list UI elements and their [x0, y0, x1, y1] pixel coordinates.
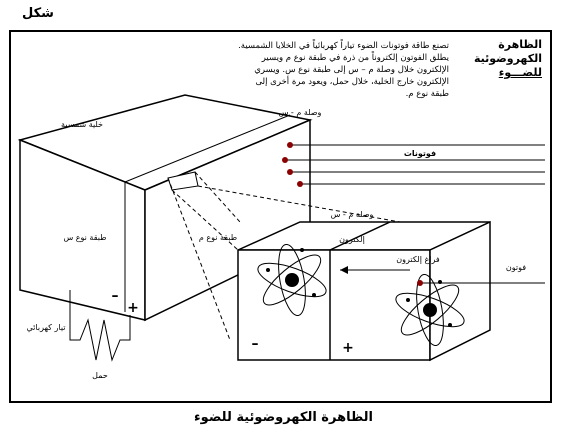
photon-dot	[417, 280, 423, 286]
electron-arrowhead	[340, 266, 348, 274]
junction-top-label: وصلة م - س	[279, 108, 322, 117]
figure-caption: الظاهرة الكهروضوئية للضوء	[194, 410, 373, 425]
electron-label: إلكترون	[339, 235, 365, 245]
load-label: حمل	[92, 371, 108, 380]
atom-right	[395, 273, 465, 347]
photon-dot	[287, 142, 293, 148]
zoom-line-4	[167, 177, 231, 341]
junction-line	[124, 114, 291, 183]
plus-right-sign: +	[342, 340, 354, 356]
diagram-frame: الظاهرة الكهروضوئية للضـــوء تصنع طاقة ف…	[9, 30, 552, 403]
minus-right-sign: –	[252, 336, 259, 352]
photon-rays	[282, 142, 545, 286]
hole-label: فراغ إلكترون	[396, 255, 440, 265]
title-line-2: للضـــوء	[498, 66, 542, 79]
photons-label: فوتونات	[404, 149, 436, 158]
title-line-1: الظاهرة الكهروضوئية	[473, 38, 542, 65]
zoom-line-3	[197, 185, 401, 223]
magnified-junction-top	[329, 221, 391, 251]
junction-mid-label: وصلة م - س	[331, 210, 374, 219]
figure-label: شكل	[22, 6, 54, 21]
atom-left	[257, 243, 327, 317]
photon-dot	[297, 181, 303, 187]
plus-left-sign: +	[127, 300, 139, 316]
load-circuit	[69, 290, 131, 362]
zoom-line-2	[194, 171, 241, 223]
n-layer-label: طبقة نوع س	[63, 233, 106, 242]
current-label: تيار كهربائي	[27, 323, 66, 332]
diagram-title: الظاهرة الكهروضوئية للضـــوء	[442, 38, 542, 80]
description-text: تصنع طاقة فوتونات الضوء تياراً كهربائياً…	[238, 41, 449, 99]
p-layer-label: طبقة نوع م	[199, 233, 237, 242]
solar-cell-label: خلية شمسية	[61, 120, 103, 129]
minus-left-sign: –	[112, 288, 119, 304]
zoom-line-1	[171, 189, 239, 251]
photon-label: فوتون	[506, 263, 526, 272]
photon-dot	[282, 157, 288, 163]
photon-dot	[287, 169, 293, 175]
magnified-side	[429, 220, 491, 362]
